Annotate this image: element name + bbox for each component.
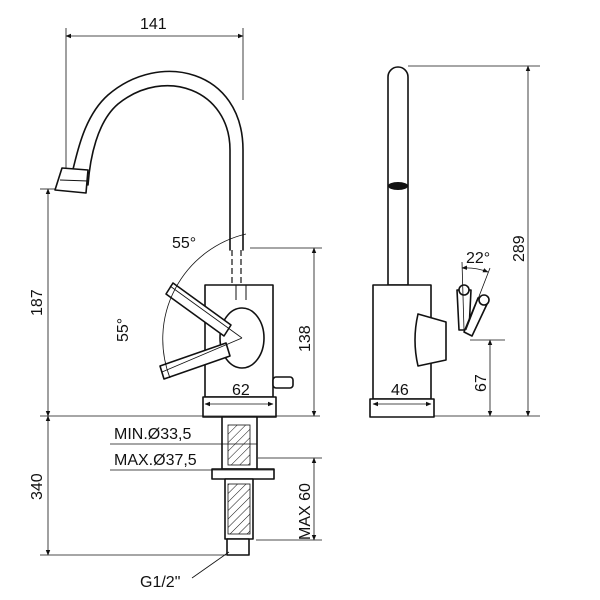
side-angle-label: 22°	[466, 250, 490, 267]
dim-side-lever-height: 67	[473, 374, 490, 392]
mounting-assembly	[211, 416, 275, 556]
spout	[54, 70, 244, 251]
side-lever-housing	[414, 313, 447, 367]
dim-width-top: 141	[140, 16, 167, 33]
dim-hole-max: MAX.Ø37,5	[114, 452, 197, 469]
angle-down-label: 55°	[115, 318, 132, 342]
lever-lower	[159, 342, 231, 380]
dim-side-base-width: 46	[391, 382, 409, 399]
side-spout	[387, 66, 409, 286]
angle-up-label: 55°	[172, 235, 196, 252]
dim-below-counter: 340	[29, 473, 46, 500]
dim-side-total-height: 289	[511, 235, 528, 262]
dim-height-left: 187	[29, 289, 46, 316]
rotation-arc	[162, 233, 247, 379]
side-base	[369, 398, 435, 418]
fixing-nut	[211, 468, 275, 480]
dim-height-body: 138	[297, 325, 314, 352]
dim-max-thickness: MAX 60	[297, 483, 314, 540]
dim-hole-min: MIN.Ø33,5	[114, 426, 191, 443]
side-view: 22° 289 67 46	[369, 65, 540, 418]
lever-upper	[165, 282, 232, 337]
dim-base-width: 62	[232, 382, 250, 399]
side-button	[272, 376, 294, 389]
dim-thread: G1/2"	[140, 574, 180, 591]
aerator	[388, 182, 408, 190]
front-view: 141 187 340 138 MAX 60 62 MIN.Ø33,5 MAX.…	[29, 16, 322, 591]
hose-fitting	[226, 538, 250, 556]
faucet-base	[202, 396, 277, 418]
